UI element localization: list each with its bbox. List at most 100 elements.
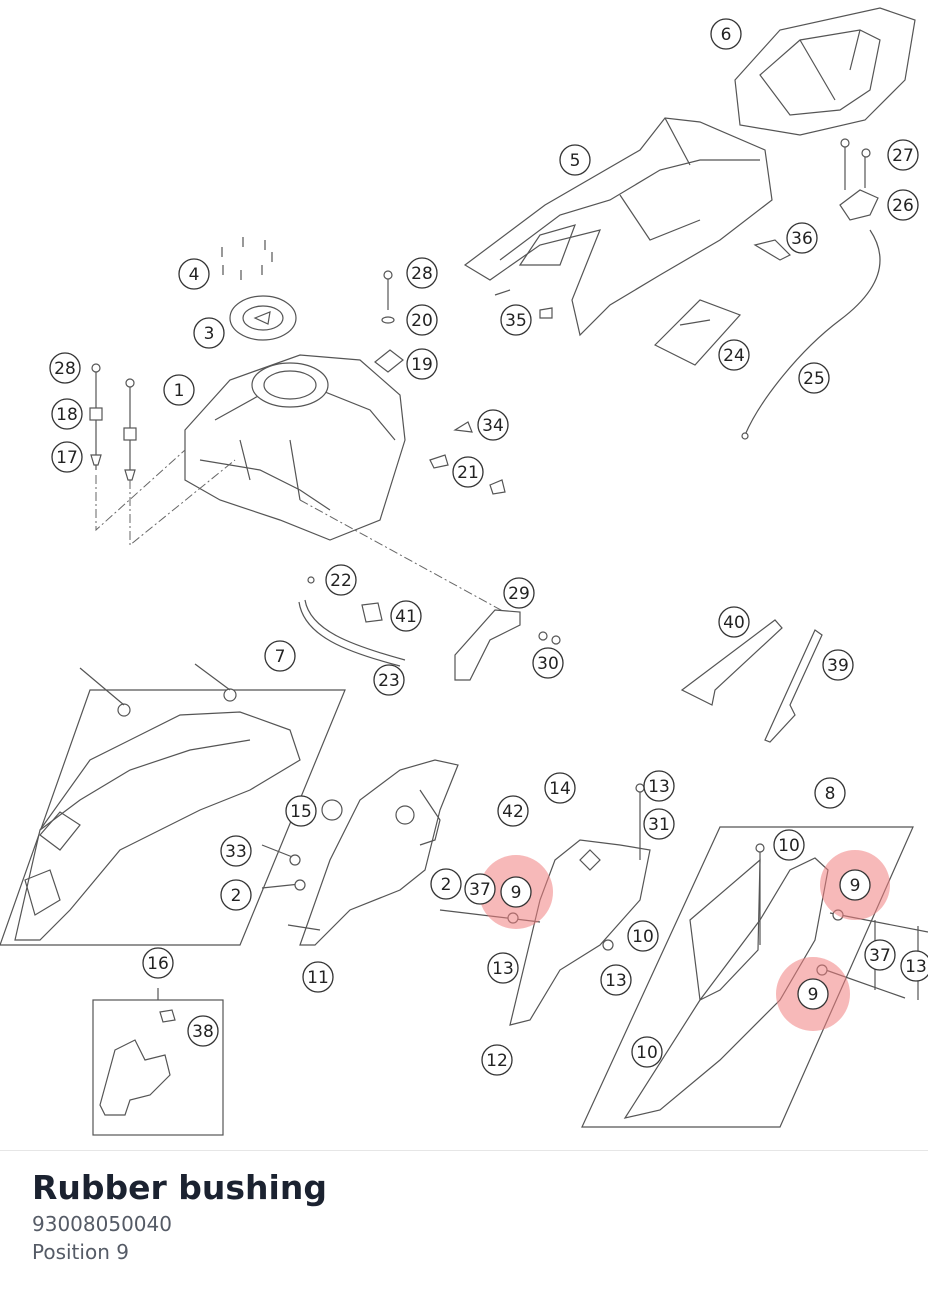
callout-10[interactable]: 10 [636, 1043, 658, 1063]
tank-mount-line-29 [299, 499, 511, 616]
part-41-clip [361, 602, 383, 623]
callout-5[interactable]: 5 [570, 151, 581, 171]
callout-41[interactable]: 41 [395, 607, 417, 627]
callout-34[interactable]: 34 [482, 416, 504, 436]
callout-31-ring [643, 808, 675, 840]
callout-1[interactable]: 1 [174, 381, 185, 401]
callout-37-ring [864, 939, 896, 971]
callout-19[interactable]: 19 [411, 355, 433, 375]
part-35-shape [494, 289, 553, 319]
callout-42[interactable]: 42 [502, 802, 524, 822]
callout-21[interactable]: 21 [457, 463, 479, 483]
callout-29[interactable]: 29 [508, 584, 530, 604]
callout-35[interactable]: 35 [505, 311, 527, 331]
part-26-lock [839, 138, 879, 221]
part-position: Position 9 [32, 1240, 129, 1264]
callout-37-ring [464, 873, 496, 905]
callout-37[interactable]: 37 [469, 880, 491, 900]
callout-18-ring [51, 398, 83, 430]
callout-24-ring [718, 339, 750, 371]
callout-22-ring [325, 564, 357, 596]
callout-2[interactable]: 2 [441, 875, 452, 895]
callout-17-ring [51, 441, 83, 473]
callout-18[interactable]: 18 [56, 405, 78, 425]
part-number: 93008050040 [32, 1212, 172, 1236]
callout-10[interactable]: 10 [778, 836, 800, 856]
callout-9-ring [500, 876, 532, 908]
callout-9[interactable]: 9 [850, 876, 861, 896]
callout-7-ring [264, 640, 296, 672]
callout-36[interactable]: 36 [791, 229, 813, 249]
callout-3-ring [193, 317, 225, 349]
callout-39[interactable]: 39 [827, 656, 849, 676]
callout-40-ring [718, 606, 750, 638]
callout-28[interactable]: 28 [411, 264, 433, 284]
callout-2[interactable]: 2 [231, 886, 242, 906]
callout-13[interactable]: 13 [492, 959, 514, 979]
part-36-shape [753, 239, 792, 261]
callout-13-ring [487, 952, 519, 984]
part-39-shape [764, 629, 823, 743]
callout-19-ring [406, 348, 438, 380]
callout-24[interactable]: 24 [723, 346, 745, 366]
callout-9[interactable]: 9 [808, 985, 819, 1005]
part-25-end [741, 432, 749, 440]
callout-6[interactable]: 6 [721, 25, 732, 45]
callout-22[interactable]: 22 [330, 571, 352, 591]
callout-23[interactable]: 23 [378, 671, 400, 691]
part-name: Rubber bushing [32, 1168, 327, 1207]
callout-17[interactable]: 17 [56, 448, 78, 468]
callout-5-ring [559, 144, 591, 176]
callout-13[interactable]: 13 [648, 777, 670, 797]
callout-8[interactable]: 8 [825, 784, 836, 804]
inner-panel-11 [261, 759, 459, 946]
callout-2-ring [430, 868, 462, 900]
callout-27[interactable]: 27 [892, 146, 914, 166]
left-bolt-stacks [89, 363, 137, 481]
callout-38-ring [187, 1015, 219, 1047]
part-24-shape [653, 299, 742, 366]
callout-16-ring [142, 947, 174, 979]
callout-10-ring [773, 829, 805, 861]
callout-12[interactable]: 12 [486, 1051, 508, 1071]
callout-39-ring [822, 649, 854, 681]
fuel-tank [184, 354, 406, 541]
callout-10[interactable]: 10 [632, 927, 654, 947]
callout-14[interactable]: 14 [549, 779, 571, 799]
callout-28[interactable]: 28 [54, 359, 76, 379]
callout-9[interactable]: 9 [511, 883, 522, 903]
callout-13[interactable]: 13 [605, 971, 627, 991]
callout-33[interactable]: 33 [225, 842, 247, 862]
callout-28-ring [49, 352, 81, 384]
callout-35-ring [500, 304, 532, 336]
callout-9-ring [797, 978, 829, 1010]
callout-3[interactable]: 3 [204, 324, 215, 344]
part-40-shape [680, 619, 783, 706]
grommet-15 [321, 799, 343, 821]
tank-mount-line-left [95, 449, 186, 532]
callout-40[interactable]: 40 [723, 613, 745, 633]
tank-mount-line-right [129, 459, 236, 547]
callout-41-ring [390, 600, 422, 632]
bracket-box-16 [92, 988, 224, 1136]
callout-7[interactable]: 7 [275, 647, 286, 667]
callout-9-ring [839, 869, 871, 901]
callout-11[interactable]: 11 [307, 968, 329, 988]
callout-37[interactable]: 37 [869, 946, 891, 966]
callout-4[interactable]: 4 [189, 265, 200, 285]
callout-15[interactable]: 15 [290, 802, 312, 822]
callout-38[interactable]: 38 [192, 1022, 214, 1042]
callout-13-ring [600, 964, 632, 996]
part-34-shape [453, 421, 473, 433]
callout-31[interactable]: 31 [648, 815, 670, 835]
callout-42-ring [497, 795, 529, 827]
callout-30[interactable]: 30 [537, 654, 559, 674]
callout-13[interactable]: 13 [905, 957, 927, 977]
callout-13-ring [900, 950, 928, 982]
callout-20[interactable]: 20 [411, 311, 433, 331]
callout-8-ring [814, 777, 846, 809]
callout-16[interactable]: 16 [147, 954, 169, 974]
callout-25[interactable]: 25 [803, 369, 825, 389]
callout-26[interactable]: 26 [892, 196, 914, 216]
